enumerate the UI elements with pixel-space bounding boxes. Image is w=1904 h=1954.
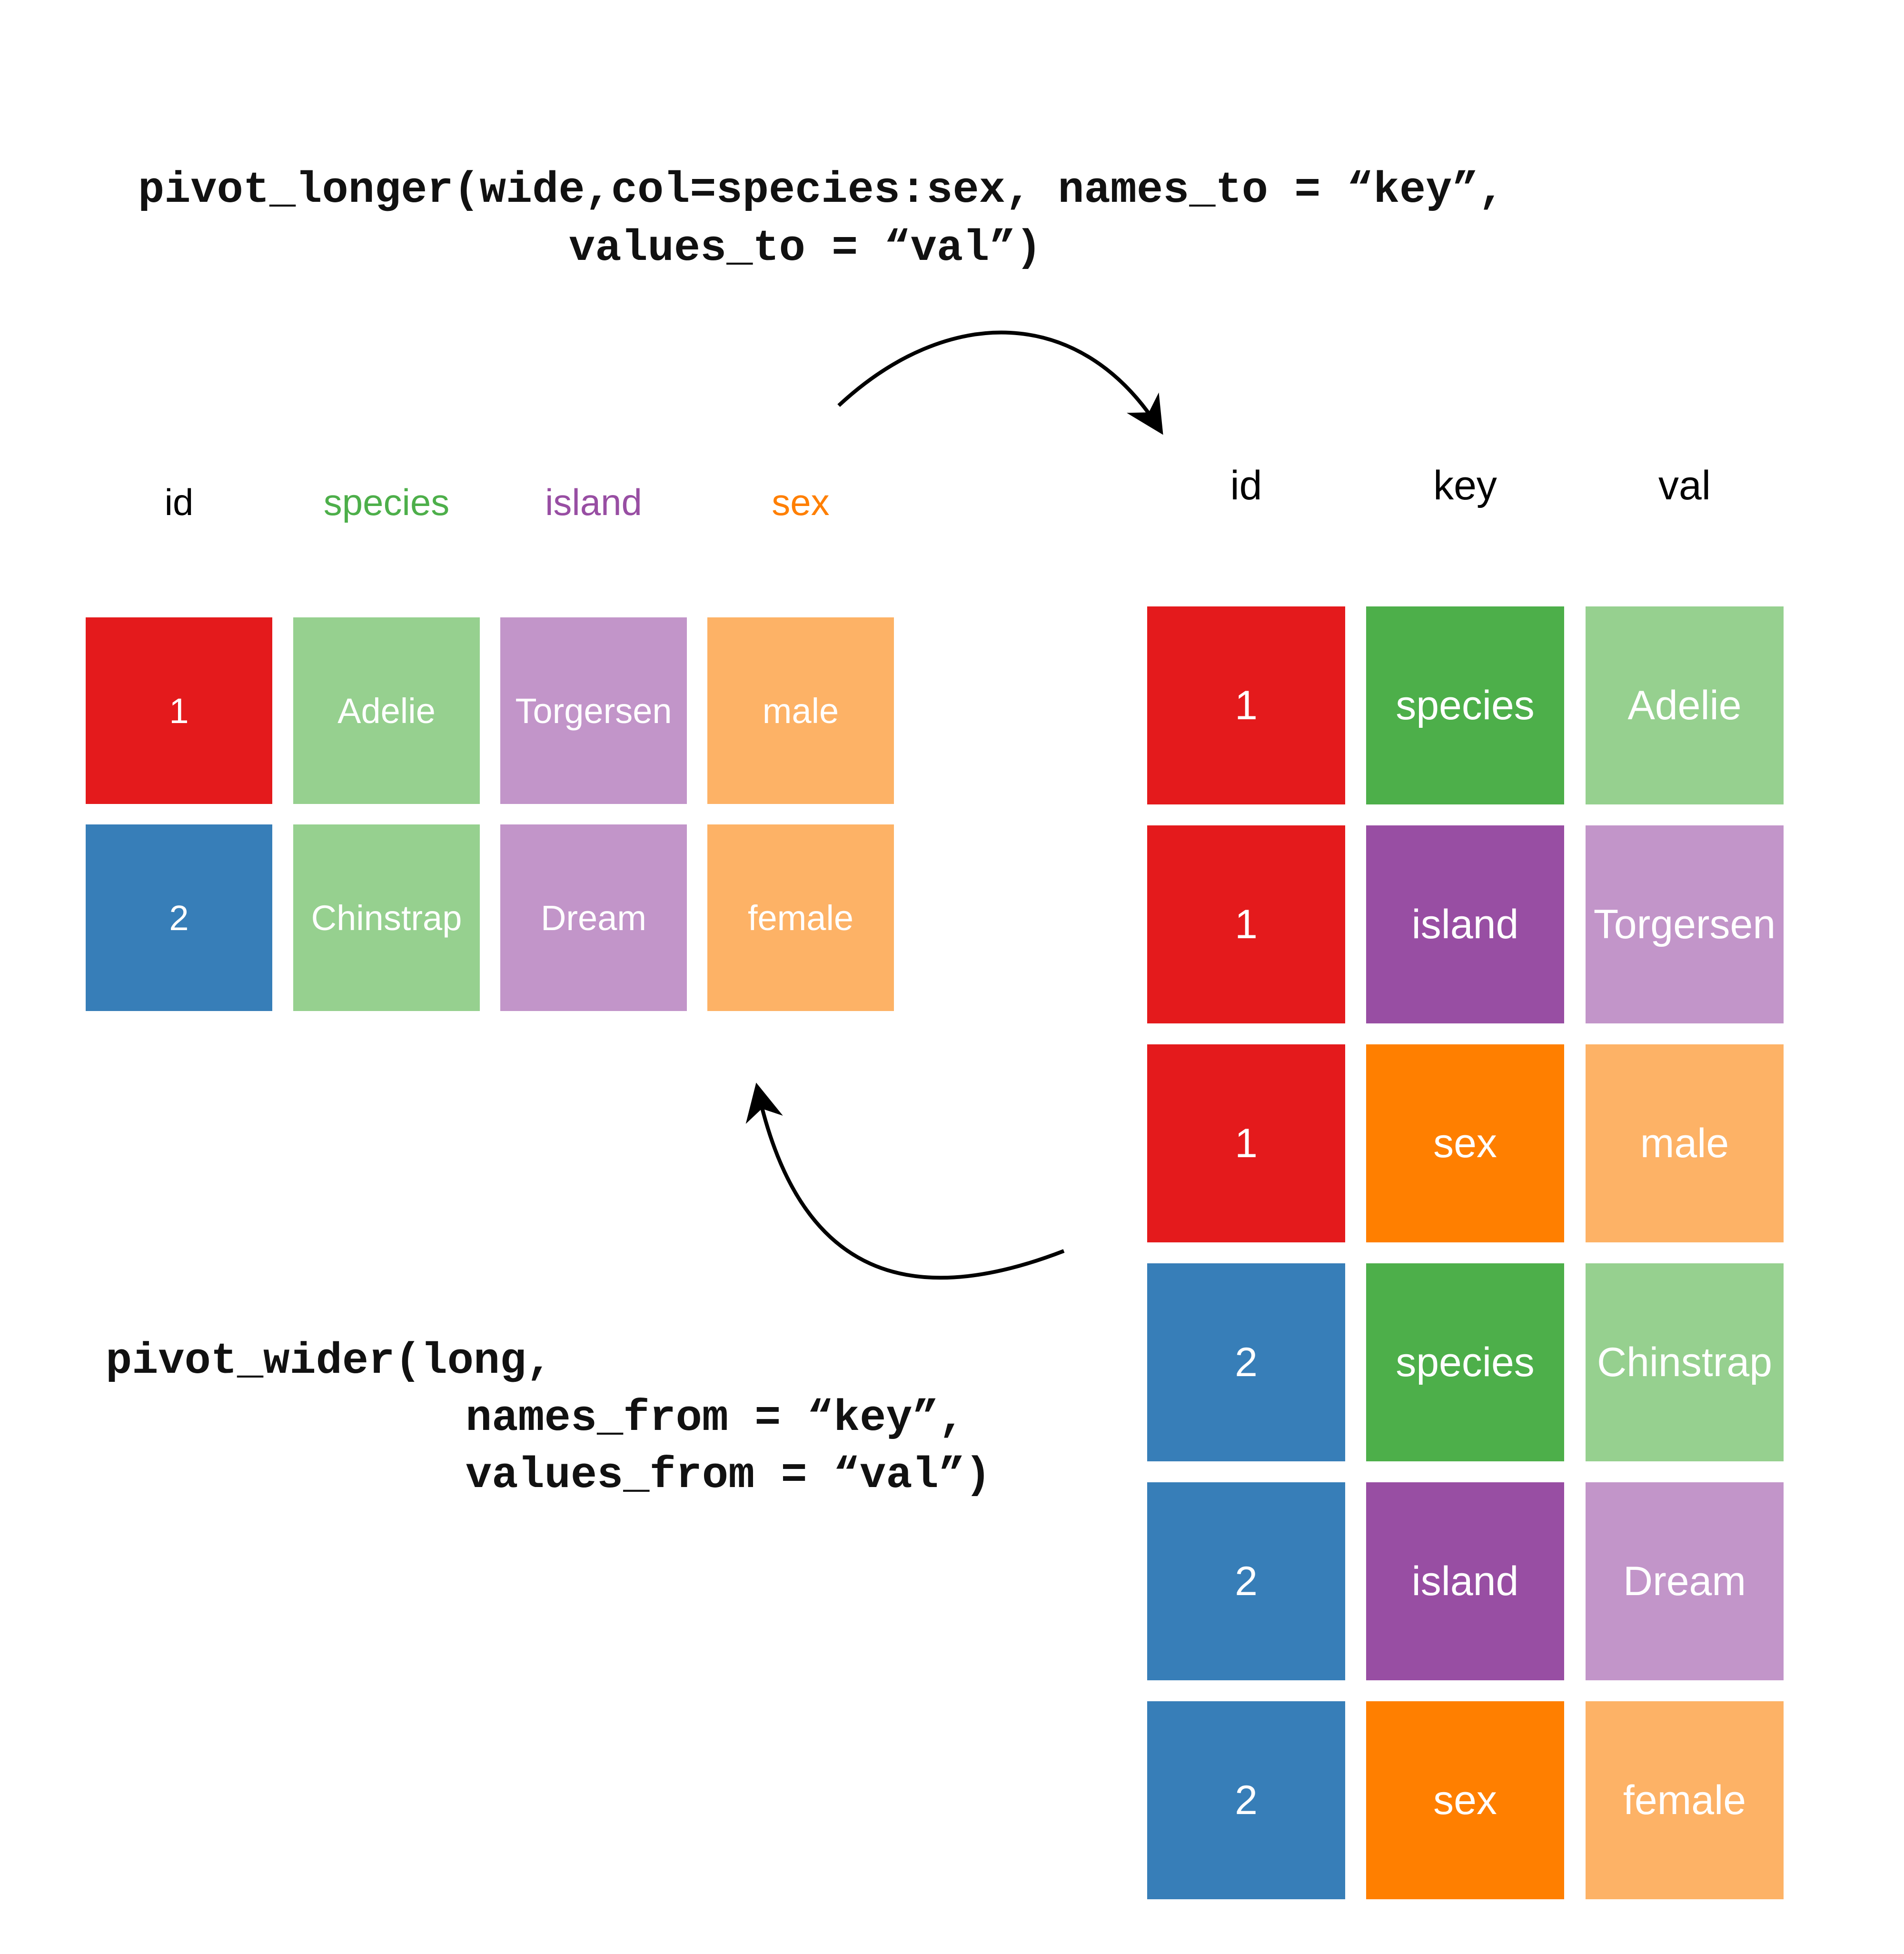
pivot-longer-code-line2: values_to = “val”)	[569, 223, 1042, 273]
wide-cell-island: Torgersen	[500, 617, 687, 804]
long-cell-id: 1	[1147, 825, 1345, 1023]
wide-cell-species: Adelie	[293, 617, 480, 804]
long-cell-val: male	[1586, 1044, 1784, 1242]
long-cell-id: 2	[1147, 1263, 1345, 1461]
long-cell-key: species	[1366, 606, 1564, 804]
long-cell-key: sex	[1366, 1044, 1564, 1242]
wide-cell-sex: female	[707, 824, 894, 1011]
long-cell-val: Torgersen	[1586, 825, 1784, 1023]
long-cell-val: Chinstrap	[1586, 1263, 1784, 1461]
long-cell-key: island	[1366, 825, 1564, 1023]
long-header-key: key	[1433, 463, 1497, 508]
long-header-val: val	[1658, 463, 1711, 508]
long-header-id: id	[1230, 463, 1262, 508]
long-cell-key: sex	[1366, 1701, 1564, 1899]
wide-cell-sex: male	[707, 617, 894, 804]
pivot-wider-code-line3: values_from = “val”)	[466, 1450, 992, 1500]
wide-cell-id: 2	[86, 824, 272, 1011]
long-cell-key: species	[1366, 1263, 1564, 1461]
long-cell-key: island	[1366, 1482, 1564, 1680]
pivot-wider-code-line2: names_from = “key”,	[466, 1393, 965, 1443]
wide-cell-id: 1	[86, 617, 272, 804]
wide-cell-species: Chinstrap	[293, 824, 480, 1011]
long-cell-id: 1	[1147, 606, 1345, 804]
long-cell-val: Adelie	[1586, 606, 1784, 804]
wide-header-id: id	[164, 481, 194, 523]
arrow-to-wide-icon	[745, 1082, 1065, 1280]
arrow-to-long-icon	[837, 330, 1163, 435]
long-cell-val: female	[1586, 1701, 1784, 1899]
long-cell-val: Dream	[1586, 1482, 1784, 1680]
pivot-wider-code-line1: pivot_wider(long,	[106, 1336, 553, 1386]
wide-header-species: species	[323, 481, 450, 523]
long-cell-id: 2	[1147, 1701, 1345, 1899]
long-cell-id: 1	[1147, 1044, 1345, 1242]
wide-header-island: island	[545, 481, 642, 523]
pivot-longer-code-line1: pivot_longer(wide,col=species:sex, names…	[138, 165, 1505, 215]
wide-cell-island: Dream	[500, 824, 687, 1011]
wide-header-sex: sex	[772, 481, 830, 523]
long-cell-id: 2	[1147, 1482, 1345, 1680]
